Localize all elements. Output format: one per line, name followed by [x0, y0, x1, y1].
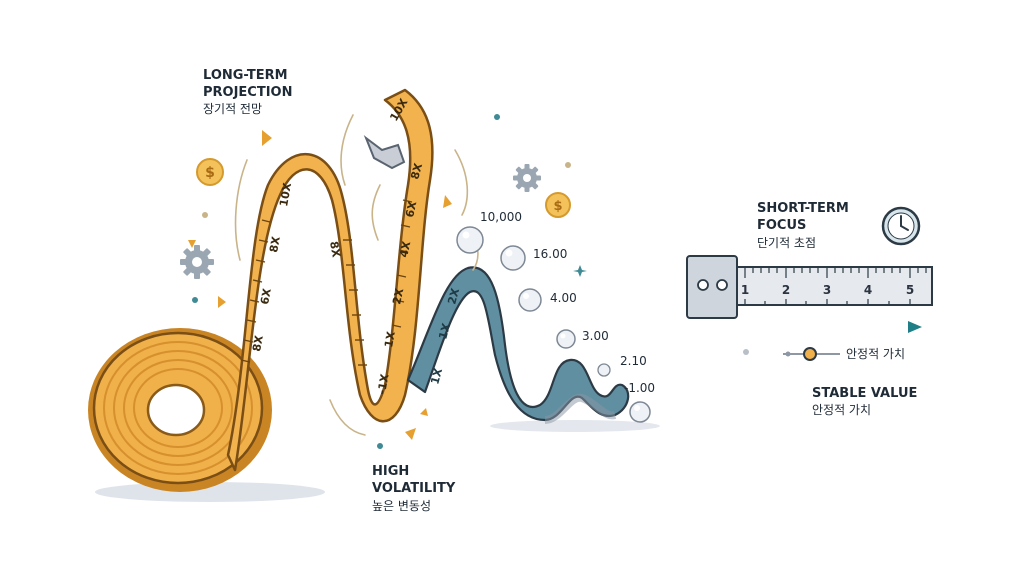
dollar-coin-icon: $ — [196, 158, 224, 186]
short-term-title-line1: SHORT-TERM — [757, 201, 849, 216]
tape-ticks — [240, 199, 413, 366]
motion-lines — [234, 114, 479, 436]
clock-icon — [881, 206, 921, 246]
high-volatility-title-line2: VOLATILITY — [372, 481, 456, 496]
value-label: 3.00 — [582, 329, 609, 343]
dollar-coin-icon: $ — [545, 192, 571, 218]
bubble — [456, 226, 484, 254]
tape-mark: 10X — [277, 181, 294, 207]
value-label: 2.10 — [620, 354, 647, 368]
bubble — [597, 363, 611, 377]
bubble — [518, 288, 542, 312]
tape-mark: 8X — [408, 161, 425, 180]
value-label: 10,000 — [480, 210, 522, 224]
tape-mark: 1X — [428, 366, 445, 385]
tape-mark: 1X — [382, 330, 398, 349]
tape-roll — [88, 328, 272, 492]
stability-slider: 안정적 가치 — [783, 347, 905, 361]
tape-ribbon — [226, 88, 434, 472]
svg-text:$: $ — [553, 199, 562, 214]
value-label: 16.00 — [533, 247, 567, 261]
stable-value-label: STABLE VALUE 안정적 가치 — [812, 386, 917, 417]
short-term-korean: 단기적 초점 — [757, 236, 816, 250]
tape-mark: 4X — [397, 240, 413, 259]
gear-icon — [180, 245, 214, 279]
tape-mark: -1X — [375, 372, 391, 395]
tape-mark: 2X — [445, 286, 462, 305]
long-term-title-line2: PROJECTION — [203, 85, 292, 100]
high-volatility-label: HIGH VOLATILITY 높은 변동성 — [372, 464, 456, 513]
short-term-label: SHORT-TERM FOCUS 단기적 초점 — [757, 201, 849, 250]
ruler-number: 1 — [741, 283, 749, 297]
bubble — [556, 329, 576, 349]
tape-mark: 6X — [403, 200, 419, 219]
arrow-right-icon — [745, 321, 922, 333]
tape-mark: 1X — [436, 321, 453, 340]
gear-icon — [513, 164, 541, 192]
ruler-number: 2 — [782, 283, 790, 297]
slider-knob-icon — [803, 347, 817, 361]
svg-text:$: $ — [205, 165, 215, 181]
ruler: 1 2 3 4 5 — [686, 255, 933, 319]
tape-mark: 8X — [327, 240, 343, 259]
confetti — [188, 114, 749, 449]
bubbles — [456, 226, 651, 423]
long-term-korean: 장기적 전망 — [203, 102, 262, 116]
short-term-title-line2: FOCUS — [757, 218, 806, 233]
stable-value-korean: 안정적 가치 — [812, 403, 871, 417]
ruler-number: 4 — [864, 283, 872, 297]
long-term-label: LONG-TERM PROJECTION 장기적 전망 — [203, 68, 292, 116]
bubble — [629, 401, 651, 423]
tape-mark: 8X — [267, 235, 283, 254]
high-volatility-title-line1: HIGH — [372, 464, 409, 479]
value-label: 4.00 — [550, 291, 577, 305]
slider-label: 안정적 가치 — [846, 347, 905, 361]
high-volatility-korean: 높은 변동성 — [372, 499, 431, 513]
value-label: -1.00 — [624, 381, 655, 395]
bubble — [500, 245, 526, 271]
stable-value-title: STABLE VALUE — [812, 386, 917, 401]
spring-shadow — [490, 420, 660, 432]
ruler-number: 3 — [823, 283, 831, 297]
tape-mark: 2X — [390, 287, 406, 306]
long-term-title-line1: LONG-TERM — [203, 68, 288, 83]
tape-mark: 8X — [250, 334, 266, 353]
spring-ribbon — [406, 266, 630, 424]
tape-mark: 6X — [258, 287, 274, 306]
ruler-number: 5 — [906, 283, 914, 297]
